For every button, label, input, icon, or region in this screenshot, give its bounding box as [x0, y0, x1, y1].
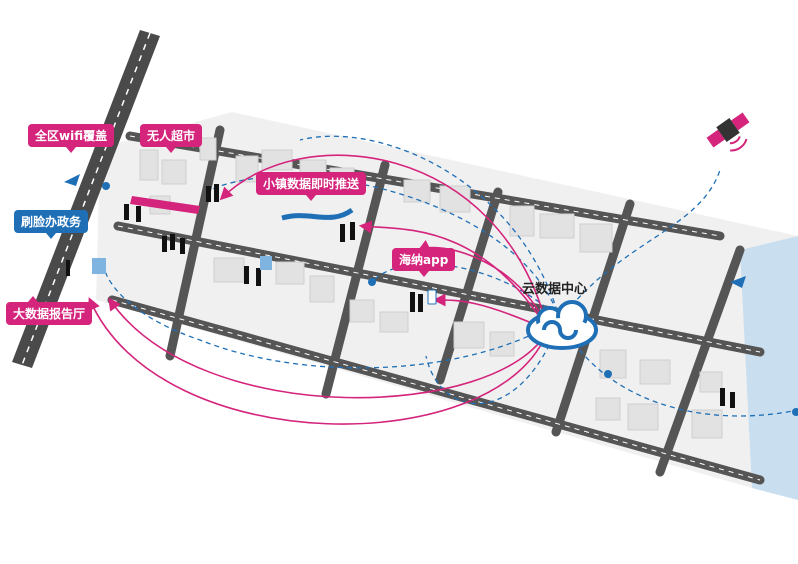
label-cloud-center: 云数据中心	[522, 282, 588, 297]
buildings	[139, 137, 723, 439]
antenna-icon	[64, 174, 746, 288]
label-big-data: 大数据报告厅	[6, 296, 93, 325]
road-markings	[111, 135, 761, 481]
label-face-gov: 刷脸办政务	[14, 210, 89, 239]
people-silhouettes	[66, 184, 735, 408]
cloud-icon	[526, 300, 598, 350]
info-screen	[260, 256, 272, 270]
label-supermarket: 无人超市	[140, 124, 203, 153]
label-app: 海纳app	[392, 248, 456, 277]
data-stream	[281, 207, 354, 221]
satellite-icon	[706, 112, 750, 152]
label-push: 小镇数据即时推送	[256, 172, 367, 201]
data-push-arrows	[88, 154, 549, 425]
highway	[12, 30, 160, 368]
supermarket-highlight	[130, 196, 200, 214]
town-ground	[96, 112, 798, 500]
wifi-pin-icon	[102, 182, 798, 416]
river	[740, 236, 798, 500]
kiosk-screen	[92, 258, 106, 274]
label-wifi: 全区wifi覆盖	[28, 124, 115, 153]
phone-icon	[427, 289, 437, 305]
